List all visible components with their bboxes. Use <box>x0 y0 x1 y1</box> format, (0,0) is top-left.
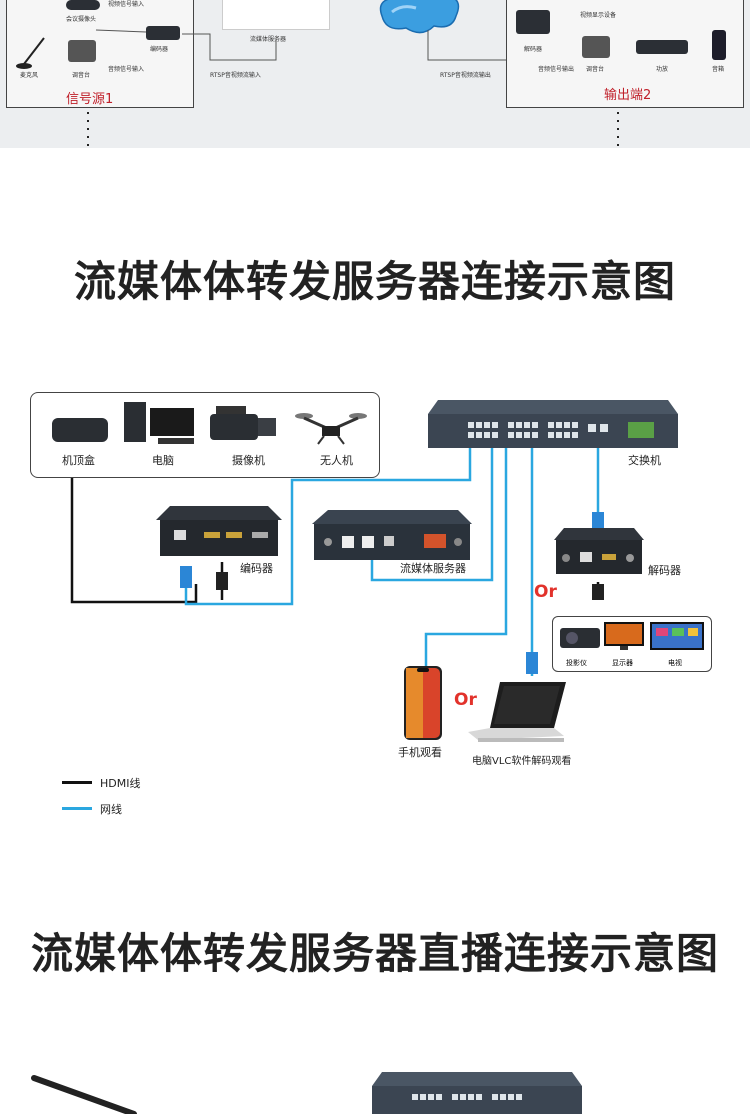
legend-net-line <box>62 807 92 810</box>
label-laptop: 电脑VLC软件解码观看 <box>472 752 571 767</box>
label-stb: 机顶盒 <box>62 452 95 468</box>
switch-icon <box>428 400 678 448</box>
or-label-1: Or <box>534 582 557 602</box>
label-camera: 摄像机 <box>232 452 265 468</box>
encoder-icon <box>156 506 282 558</box>
stb-icon <box>52 418 108 442</box>
tv-icon <box>650 622 704 654</box>
decoder-icon <box>554 528 644 576</box>
pc-icon <box>122 402 198 446</box>
antenna-icon <box>30 1074 140 1114</box>
label-server: 流媒体服务器 <box>400 560 466 576</box>
camera-icon <box>206 404 280 448</box>
legend-hdmi-line <box>62 781 92 784</box>
label-projector: 投影仪 <box>566 658 587 668</box>
label-switch: 交换机 <box>628 452 661 468</box>
server-icon <box>312 510 472 560</box>
legend-hdmi-label: HDMI线 <box>100 775 140 791</box>
phone-icon <box>404 666 442 740</box>
label-monitor: 显示器 <box>612 658 633 668</box>
section2-title: 流媒体体转发服务器直播连接示意图 <box>0 920 750 981</box>
label-pc: 电脑 <box>152 452 174 468</box>
projector-icon <box>560 624 600 650</box>
drone-icon <box>294 408 368 448</box>
label-decoder: 解码器 <box>648 562 681 578</box>
label-tv: 电视 <box>668 658 682 668</box>
laptop-icon <box>468 682 566 746</box>
label-phone: 手机观看 <box>398 744 442 760</box>
label-encoder: 编码器 <box>240 560 273 576</box>
label-drone: 无人机 <box>320 452 353 468</box>
legend-net-label: 网线 <box>100 801 122 817</box>
monitor-icon <box>604 622 644 652</box>
switch-bottom-icon <box>372 1072 582 1114</box>
